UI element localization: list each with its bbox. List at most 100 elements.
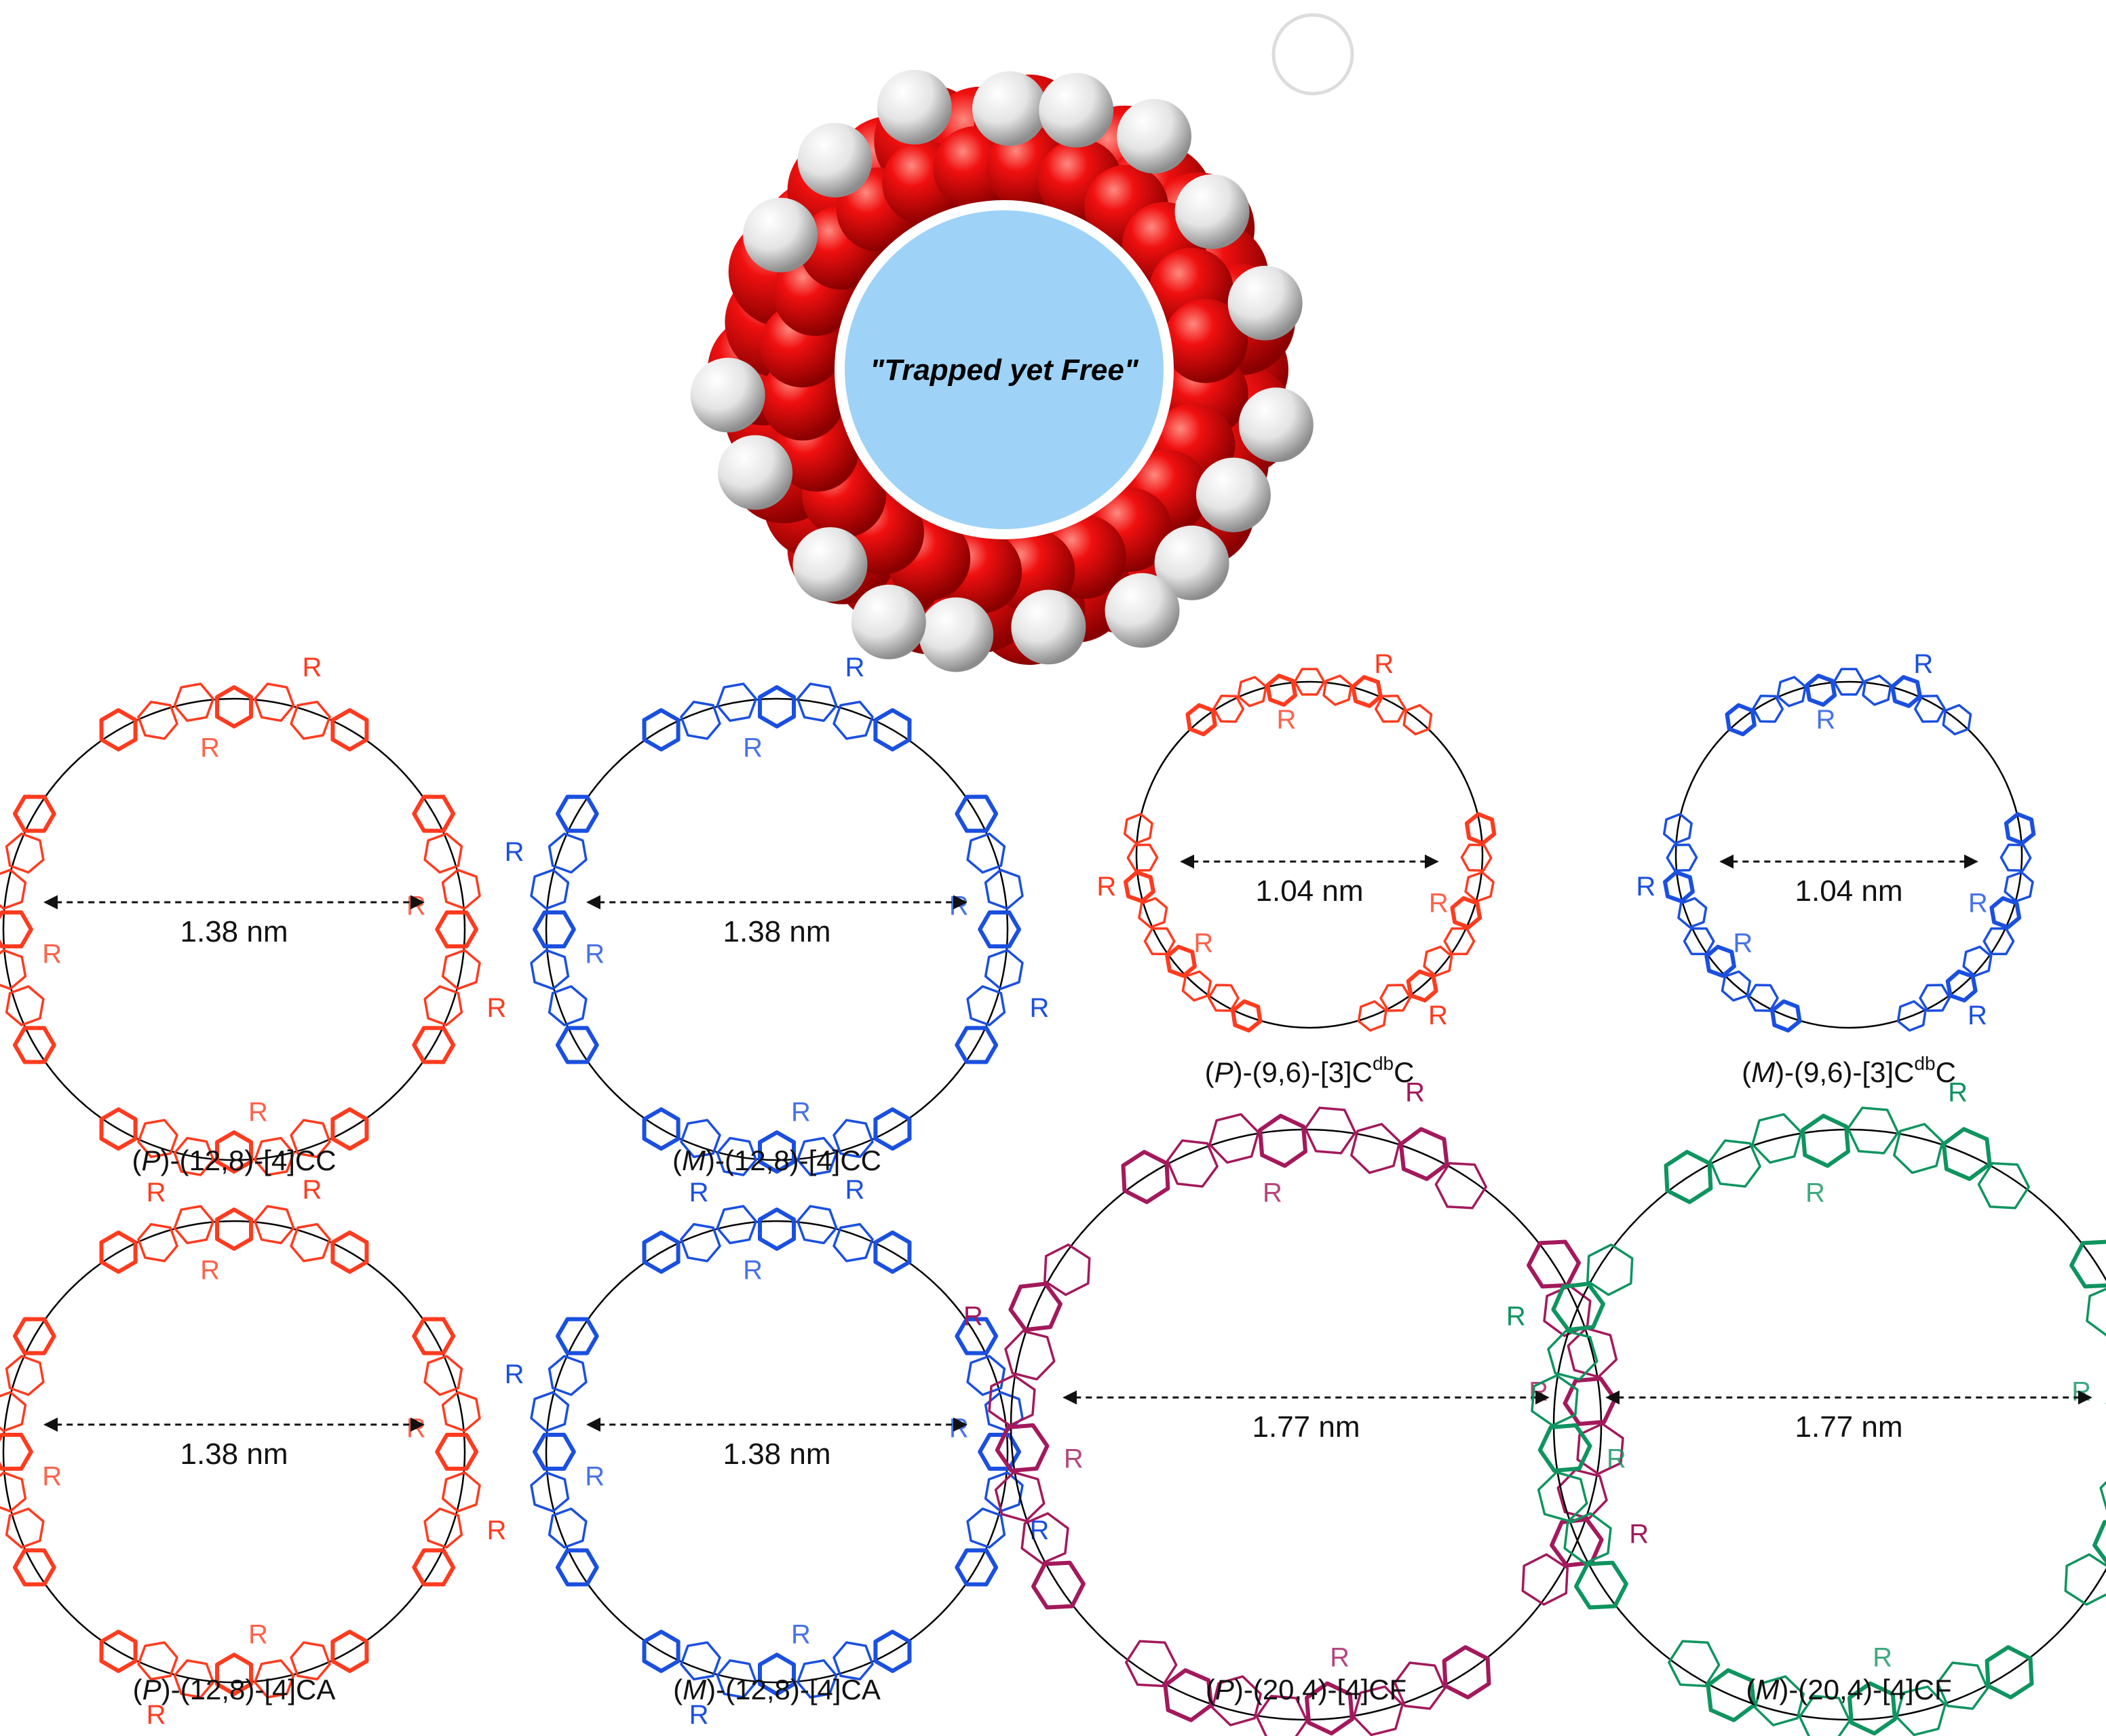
benzene-ring xyxy=(555,1317,599,1355)
hydrogen-atom xyxy=(1105,573,1180,648)
benzene-ring xyxy=(955,794,999,833)
hydrogen-atom xyxy=(972,71,1047,147)
benzene-ring xyxy=(716,1136,758,1176)
benzene-ring xyxy=(99,1107,138,1151)
compound-name: (M)-(12,8)-[4]CA xyxy=(673,1674,881,1705)
benzene-ring xyxy=(423,1355,463,1396)
benzene-ring xyxy=(642,1230,681,1274)
benzene-ring xyxy=(412,1548,456,1587)
benzene-ring xyxy=(215,685,253,729)
benzene-ring xyxy=(1044,1243,1091,1296)
benzene-ring xyxy=(533,1433,576,1471)
benzene-ring xyxy=(1586,1243,1634,1296)
benzene-ring xyxy=(423,1507,463,1549)
substituent-r-outer: R xyxy=(147,1178,166,1208)
benzene-ring xyxy=(5,832,45,874)
benzene-ring xyxy=(555,794,599,833)
benzene-ring xyxy=(1662,813,1693,845)
substituent-r-inner: R xyxy=(1064,1444,1084,1474)
benzene-ring xyxy=(680,1222,721,1262)
benzene-ring xyxy=(1450,896,1482,929)
benzene-ring xyxy=(2092,1520,2106,1564)
benzene-ring xyxy=(988,1374,1036,1427)
benzene-ring xyxy=(1746,984,1779,1012)
hydrogen-atom xyxy=(1227,265,1303,341)
benzene-ring xyxy=(290,700,331,740)
benzene-ring xyxy=(1464,812,1497,845)
substituent-r-inner: R xyxy=(743,1256,763,1286)
benzene-ring xyxy=(1124,870,1155,904)
benzene-ring xyxy=(1434,1162,1487,1210)
benzene-ring xyxy=(1443,927,1476,956)
benzene-ring xyxy=(1677,897,1708,929)
benzene-ring xyxy=(1293,668,1326,696)
benzene-ring xyxy=(873,1230,912,1274)
compound-name: (M)-(9,6)-[3]CdbC xyxy=(1742,1053,1956,1088)
benzene-ring xyxy=(2069,1239,2106,1289)
benzene-ring xyxy=(2064,1553,2106,1606)
benzene-ring xyxy=(1668,1640,1721,1687)
benzene-ring xyxy=(680,700,721,740)
substituent-r-inner: R xyxy=(791,1619,811,1649)
benzene-ring xyxy=(1031,1560,1086,1610)
substituent-r-inner: R xyxy=(200,733,220,763)
substituent-r-outer: R xyxy=(505,837,524,867)
benzene-ring xyxy=(253,682,295,722)
benzene-ring xyxy=(1942,703,1972,736)
macrocycle-outline xyxy=(2,697,466,1161)
benzene-ring xyxy=(1379,984,1412,1012)
substituent-r-inner: R xyxy=(406,891,426,921)
benzene-ring xyxy=(1563,1376,1617,1426)
benzene-ring xyxy=(253,1659,295,1699)
hydrogen-atom xyxy=(690,358,765,433)
benzene-ring xyxy=(5,985,45,1026)
benzene-ring xyxy=(12,1317,56,1355)
benzene-ring xyxy=(1563,1512,1612,1565)
benzene-ring xyxy=(984,948,1024,990)
substituent-r-inner: R xyxy=(1873,1643,1892,1673)
benzene-ring xyxy=(1896,1000,1927,1032)
carbon-atom xyxy=(1164,298,1248,383)
hydrogen-atom xyxy=(877,70,952,144)
benzene-ring xyxy=(290,1641,331,1681)
benzene-ring xyxy=(441,948,481,990)
benzene-ring xyxy=(530,868,570,910)
benzene-ring xyxy=(955,1548,999,1587)
benzene-ring xyxy=(1212,695,1245,723)
benzene-ring xyxy=(873,1107,912,1151)
benzene-ring xyxy=(1770,999,1802,1033)
substituent-r-outer: R xyxy=(1029,993,1049,1023)
benzene-ring xyxy=(1351,675,1383,708)
substituent-r-outer: R xyxy=(1506,1301,1526,1331)
benzene-ring xyxy=(966,1507,1006,1549)
benzene-ring xyxy=(1664,1150,1713,1204)
substituent-r-inner: R xyxy=(248,1097,268,1127)
benzene-ring xyxy=(1754,1675,1805,1727)
benzene-ring xyxy=(555,1026,599,1064)
benzene-ring xyxy=(173,1659,215,1699)
benzene-ring xyxy=(1725,703,1757,737)
benzene-ring xyxy=(435,1433,478,1471)
macrocycle-outline xyxy=(2,1220,466,1684)
benzene-ring xyxy=(1442,1645,1491,1699)
substituent-r-outer: R xyxy=(963,1301,983,1331)
substituent-r-outer: R xyxy=(1636,872,1655,902)
benzene-ring xyxy=(1231,999,1263,1033)
benzene-ring xyxy=(441,1471,481,1513)
benzene-ring xyxy=(1374,695,1406,723)
hydrogen-atom xyxy=(1011,590,1086,665)
benzene-ring xyxy=(1537,1423,1592,1473)
benzene-ring xyxy=(435,910,478,948)
benzene-ring xyxy=(984,868,1024,910)
benzene-ring xyxy=(1423,945,1453,978)
benzene-ring xyxy=(530,1391,570,1433)
substituent-r-inner: R xyxy=(2071,1376,2091,1406)
substituent-r-inner: R xyxy=(200,1256,220,1286)
ring-atoms xyxy=(690,70,1314,672)
benzene-ring xyxy=(1752,695,1784,723)
benzene-ring xyxy=(441,868,481,910)
compound-name: (M)-(12,8)-[4]CC xyxy=(672,1144,881,1176)
